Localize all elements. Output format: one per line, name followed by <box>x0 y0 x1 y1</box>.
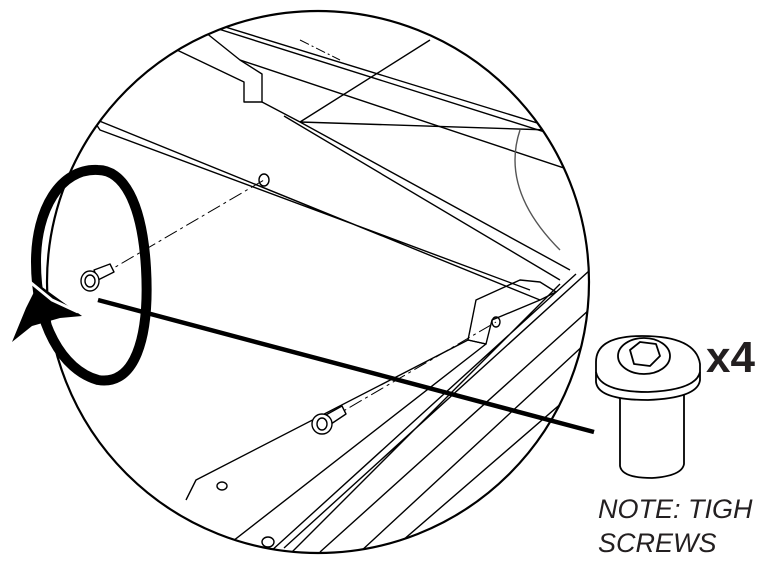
callout-leader-line <box>97 297 595 435</box>
detail-lens-contents <box>59 11 589 553</box>
screw-lower <box>311 405 347 435</box>
screw-upper <box>80 263 115 292</box>
mounting-hole <box>258 173 270 187</box>
right-housing <box>514 129 561 251</box>
top-small-hole <box>154 54 162 62</box>
bottom-hole-2 <box>261 536 275 548</box>
detail-lens-outline <box>45 9 591 555</box>
top-rail <box>169 11 589 181</box>
button-head-hex-socket-screw-icon <box>595 335 701 479</box>
clockwise-rotation-arrow-icon <box>12 164 152 386</box>
tightening-note-line-2: SCREWS <box>598 528 717 558</box>
quantity-label: x4 <box>706 333 755 382</box>
diagonal-channel <box>269 269 589 553</box>
bottom-hole-1 <box>216 481 228 491</box>
tightening-note-line-1: NOTE: TIGH <box>598 494 753 524</box>
bracket-hole <box>491 316 501 328</box>
screw-centerline-upper <box>99 179 265 277</box>
screw-centerline-lower <box>327 321 497 421</box>
centerline-top <box>299 39 341 61</box>
bottom-plate <box>185 339 487 549</box>
upper-frame-edge <box>261 39 571 281</box>
